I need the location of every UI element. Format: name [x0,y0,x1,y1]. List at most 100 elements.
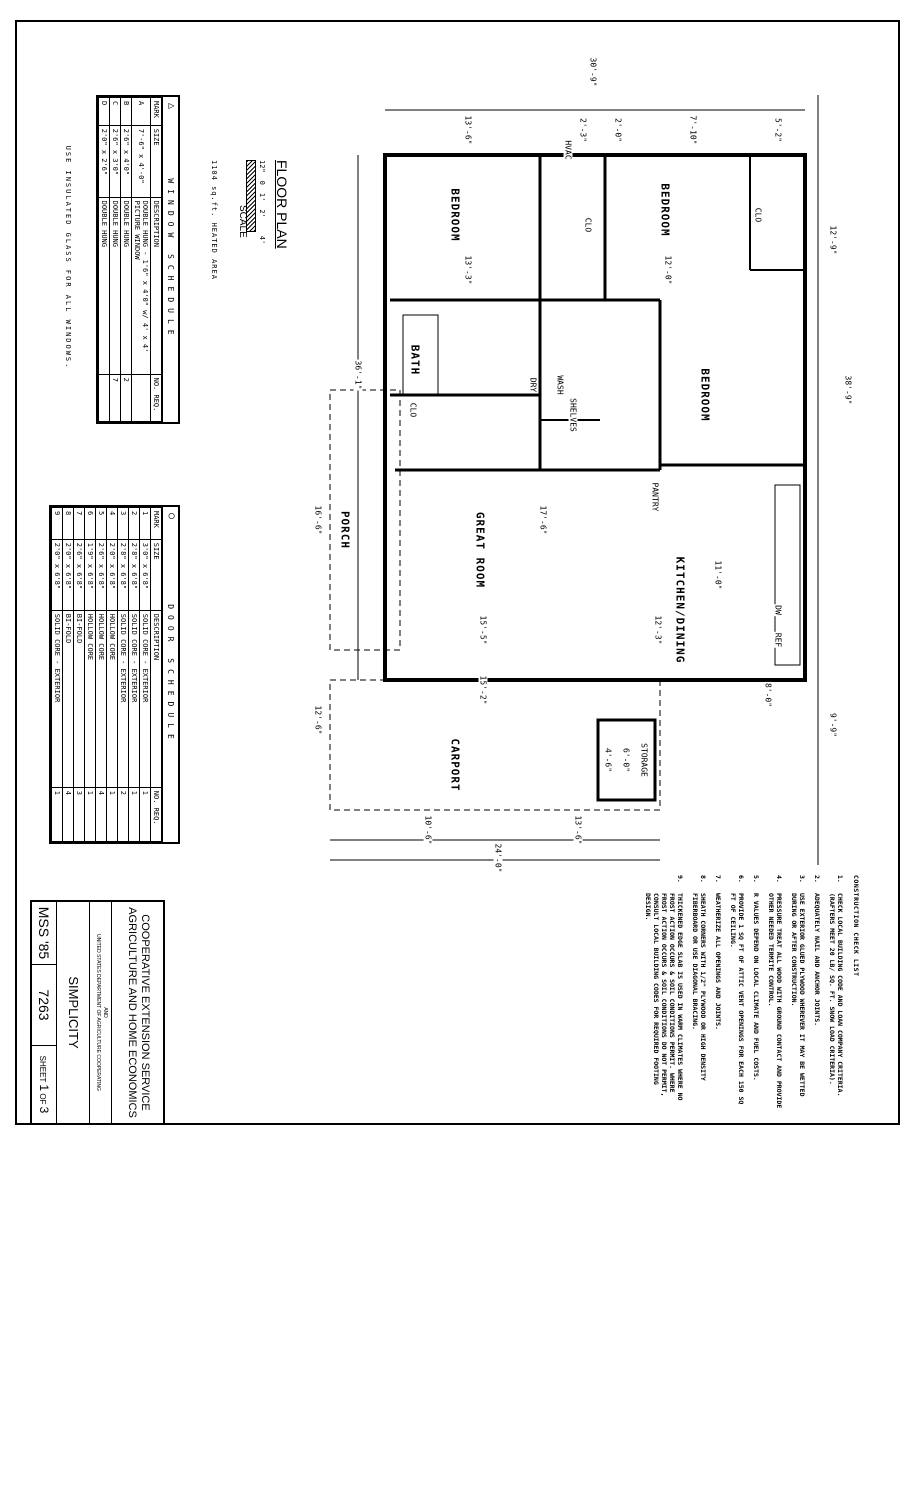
col-header: SIZE [150,539,162,611]
item-text: ADEQUATELY NAIL AND ANCHOR JOINTS. [813,893,821,1027]
sheet-value: 1 [37,1084,51,1092]
item-number: 1. [836,875,844,883]
cell: 1 [128,787,140,842]
dimension-label: 5'-2" [773,116,783,144]
dimension-label: 24'-0" [493,842,503,874]
dimension-label: 7'-10" [688,114,698,146]
cell: HOLLOW CORE [95,610,107,788]
cell: DOUBLE HUNG [120,197,132,375]
storage-outline [596,718,657,802]
cell: DOUBLE HUNG [109,197,121,375]
cell: 3'0" x 6'8" [139,539,151,611]
checklist-item: 7. WEATHERIZE ALL OPENINGS AND JOINTS. [714,875,722,1110]
dimension-label: 38'-9" [843,374,853,406]
cell: 6 [84,507,96,540]
col-header: NO. REQ. [150,374,162,422]
cell: B [120,97,132,126]
checklist-item: 6.PROVIDE 1 SQ FT OF ATTIC VENT OPENINGS… [729,875,745,1110]
cell: 4 [106,507,118,540]
dimension-label: 12'-0" [663,254,673,286]
item-number: 7. [714,875,722,883]
dimension-label: 13'-3" [463,254,473,286]
cell: SOLID CORE - EXTERIOR [51,610,63,788]
col-header: DESCRIPTION [150,197,162,375]
dimension-label: 17'-6" [538,504,548,536]
room-label-bedroom: BEDROOM [658,183,672,237]
cell: 2'8" x 6'8" [117,539,129,611]
dimension-label: 15'-2" [478,674,488,706]
item-text: SHEATH CORNERS WITH 1/2" PLYWOOD OR HIGH… [691,893,707,1081]
item-text: PROVIDE 1 SQ FT OF ATTIC VENT OPENINGS F… [729,893,745,1105]
dimension-label: 12'-9" [828,224,838,256]
cell: 2'6" x 4'0" [120,125,132,198]
col-header: MARK [150,97,162,126]
carport-outline [329,679,661,811]
col-header: MARK [150,507,162,540]
dimension-label: 2'-0" [613,116,623,144]
cell: SOLID CORE - EXTERIOR [139,610,151,788]
window-schedule-title: WINDOW SCHEDULE [166,178,175,341]
dimension-label: 11'-0" [713,559,723,591]
cell: 2'6" x 6'8" [95,539,107,611]
dimension-label: 10'-6" [423,814,433,846]
cell: D [98,97,110,126]
checklist-item: 1.CHECK LOCAL BUILDING CODE AND LOAN COM… [828,875,844,1110]
cell: 7 [73,507,85,540]
cell [131,374,151,422]
window-note: USE INSULATED GLASS FOR ALL WINDOWS. [64,145,72,370]
label-dry: DRY [528,376,538,394]
room-label-great-room: GREAT ROOM [473,511,487,589]
label-closet: CLO [583,216,593,234]
cell: 1 [139,787,151,842]
cell: 2'0" x 2'6" [98,125,110,198]
scale-tick: 1' [258,192,266,202]
item-text: WEATHERIZE ALL OPENINGS AND JOINTS. [714,893,722,1030]
title-line-3: UNITED STATES DEPARTMENT OF AGRICULTURE … [95,934,101,1091]
title-line-1: COOPERATIVE EXTENSION SERVICE [139,914,151,1111]
checklist-item: 5.R VALUES DEPEND ON LOCAL CLIMATE AND F… [752,875,760,1110]
dimension-label: 13'-6" [573,814,583,846]
checklist-item: 4.PRESSURE TREAT ALL WOOD WITH GROUND CO… [767,875,783,1110]
room-label-bedroom: BEDROOM [698,368,712,422]
sheet-number: SHEET 1 OF 3 [31,1046,56,1123]
heated-area: 1104 sq.ft. HEATED AREA [210,160,218,280]
title-line-2: AGRICULTURE AND HOME ECONOMICS [126,907,138,1118]
cell: A [131,97,151,126]
cell: 8 [62,507,74,540]
room-label-bedroom: BEDROOM [448,188,462,242]
cell: 3 [73,787,85,842]
cell: 7 [109,374,121,422]
dimension-label: 12'-3" [653,614,663,646]
item-text: USE EXTERIOR GLUED PLYWOOD WHEREVER IT M… [790,893,806,1097]
label-closet: CLO [408,401,418,419]
cell: 3 [117,507,129,540]
bathtub [402,314,439,396]
cell: BI-FOLD [62,610,74,788]
cell: 2'6" x 3'0" [109,125,121,198]
scale-tick: 2' [258,209,266,218]
dimension-label: 4'-6" [603,746,613,774]
label-ref: REF [773,631,783,649]
checklist-item: 8.SHEATH CORNERS WITH 1/2" PLYWOOD OR HI… [691,875,707,1110]
construction-checklist: CONSTRUCTION CHECK LIST 1.CHECK LOCAL BU… [637,875,860,1110]
room-label-bath: BATH [408,344,422,376]
cell: 2 [117,787,129,842]
cell: 1'9" x 6'8" [84,539,96,611]
label-closet: CLO [753,206,763,224]
checklist-item: 2.ADEQUATELY NAIL AND ANCHOR JOINTS. [813,875,821,1110]
scale-label: SCALE [237,205,248,238]
cell: HOLLOW CORE [106,610,118,788]
cell: 1 [106,787,118,842]
cell: 1 [139,507,151,540]
cell: 2'0" x 6'8" [106,539,118,611]
